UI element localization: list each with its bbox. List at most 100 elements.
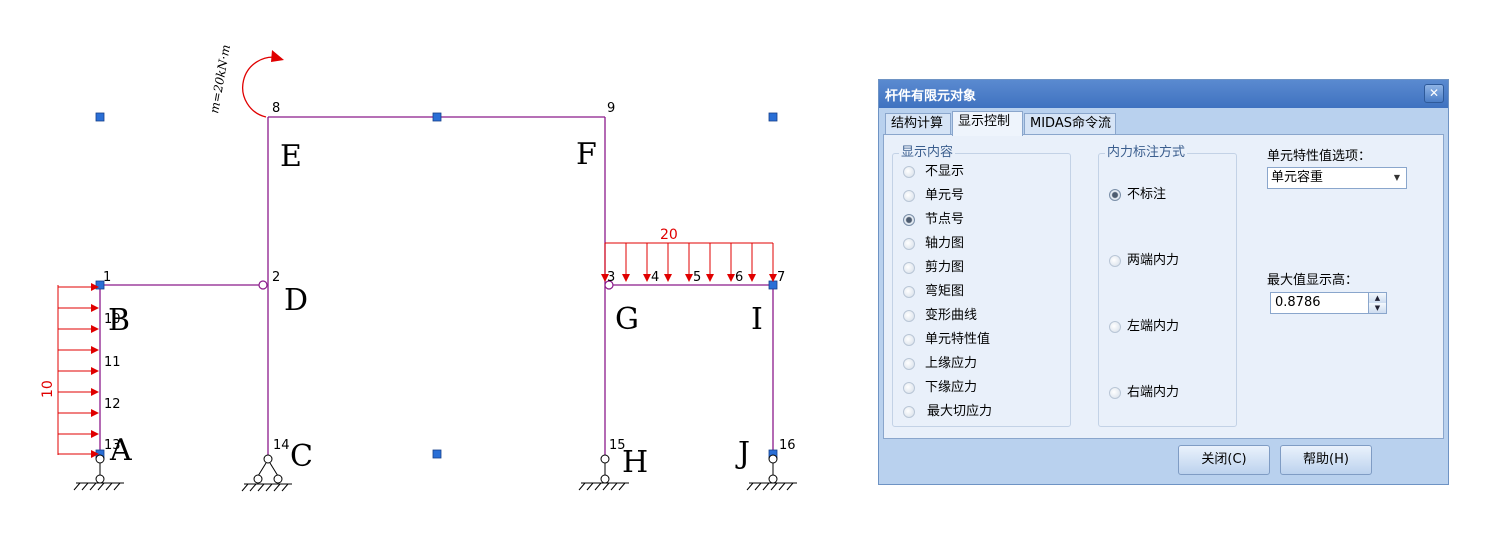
point-label-j: J bbox=[735, 436, 750, 471]
max-height-value: 0.8786 bbox=[1275, 295, 1321, 310]
radio-label: 最大切应力 bbox=[927, 404, 993, 419]
force-annotation-title: 内力标注方式 bbox=[1105, 145, 1188, 161]
node-numbers: 1 2 3 4 5 6 7 8 9 10 11 12 13 14 15 16 bbox=[103, 101, 796, 453]
node-marker[interactable] bbox=[432, 449, 442, 459]
node-number: 8 bbox=[272, 101, 280, 116]
node-number: 7 bbox=[777, 270, 785, 285]
node-marker[interactable] bbox=[768, 280, 778, 290]
node-number: 11 bbox=[104, 355, 121, 370]
node-number: 2 bbox=[272, 270, 280, 285]
node-marker[interactable] bbox=[768, 112, 778, 122]
chevron-down-icon[interactable]: ▼ bbox=[1393, 173, 1400, 182]
tab-panel: 显示内容 不显示 单元号 节点号 轴力图 剪力图 弯矩图 变形曲线 单元特性值 … bbox=[883, 134, 1444, 439]
support-c bbox=[241, 454, 292, 492]
display-content-title: 显示内容 bbox=[899, 145, 956, 161]
node-marker[interactable] bbox=[432, 112, 442, 122]
support-h bbox=[578, 454, 629, 491]
node-number: 10 bbox=[104, 312, 121, 327]
node-number: 5 bbox=[693, 270, 701, 285]
node-markers bbox=[95, 112, 778, 459]
node-number: 3 bbox=[607, 270, 615, 285]
radio-label: 节点号 bbox=[925, 212, 965, 227]
point-label-h: H bbox=[622, 445, 648, 480]
structure-drawing: 10 20 m=20kN·m bbox=[40, 43, 797, 492]
node-number: 9 bbox=[607, 101, 615, 116]
hinge-node-2 bbox=[258, 280, 268, 290]
hinge-node-3 bbox=[604, 280, 614, 290]
radio-label: 弯矩图 bbox=[925, 284, 965, 299]
node-number: 6 bbox=[735, 270, 743, 285]
radio-icon[interactable] bbox=[903, 310, 915, 322]
point-label-b: B bbox=[108, 303, 130, 338]
tab-display-control[interactable]: 显示控制 bbox=[952, 111, 1023, 136]
radio-icon[interactable] bbox=[1109, 387, 1121, 399]
members bbox=[99, 116, 774, 455]
radio-icon[interactable] bbox=[903, 238, 915, 250]
tab-midas-commands[interactable]: MIDAS命令流 bbox=[1024, 113, 1116, 135]
radio-label: 左端内力 bbox=[1127, 319, 1180, 334]
left-distributed-load bbox=[57, 283, 99, 458]
node-number: 13 bbox=[104, 438, 121, 453]
max-height-spinner[interactable]: 0.8786 ▲ ▼ bbox=[1270, 292, 1387, 314]
point-label-e: E bbox=[280, 139, 302, 174]
radio-label: 两端内力 bbox=[1127, 253, 1180, 268]
moment-arrowhead bbox=[271, 50, 284, 62]
radio-label: 单元号 bbox=[925, 188, 965, 203]
max-height-label: 最大值显示高： bbox=[1267, 273, 1359, 288]
radio-icon[interactable] bbox=[1109, 321, 1121, 333]
node-marker[interactable] bbox=[95, 112, 105, 122]
node-number: 14 bbox=[273, 438, 290, 453]
force-annotation-group: 内力标注方式 不标注 两端内力 左端内力 右端内力 bbox=[1098, 145, 1237, 427]
radio-label: 单元特性值 bbox=[925, 332, 991, 347]
right-load-value: 20 bbox=[660, 227, 678, 243]
node-number: 15 bbox=[609, 438, 626, 453]
radio-icon[interactable] bbox=[1109, 255, 1121, 267]
spin-down-icon[interactable]: ▼ bbox=[1369, 303, 1386, 313]
radio-icon[interactable] bbox=[903, 262, 915, 274]
radio-icon[interactable] bbox=[903, 286, 915, 298]
radio-label: 上缘应力 bbox=[925, 356, 978, 371]
element-property-value: 单元容重 bbox=[1271, 170, 1324, 185]
radio-icon[interactable] bbox=[903, 190, 915, 202]
dialog-titlebar[interactable]: 杆件有限元对象 ✕ bbox=[879, 80, 1448, 108]
radio-label: 不显示 bbox=[925, 164, 965, 179]
point-label-i: I bbox=[751, 302, 763, 337]
close-icon[interactable]: ✕ bbox=[1424, 84, 1444, 103]
radio-icon[interactable] bbox=[903, 334, 915, 346]
node-number: 12 bbox=[104, 397, 121, 412]
radio-label: 变形曲线 bbox=[925, 308, 978, 323]
finite-element-dialog: 杆件有限元对象 ✕ 结构计算 显示控制 MIDAS命令流 显示内容 不显示 单元… bbox=[878, 79, 1449, 485]
radio-label: 下缘应力 bbox=[925, 380, 978, 395]
radio-label: 剪力图 bbox=[925, 260, 965, 275]
moment-arc bbox=[242, 56, 281, 118]
support-a bbox=[73, 454, 124, 491]
radio-label: 轴力图 bbox=[925, 236, 965, 251]
moment-value: m=20kN·m bbox=[207, 43, 233, 114]
radio-label: 不标注 bbox=[1127, 187, 1167, 202]
supports bbox=[73, 454, 797, 492]
spinner-buttons: ▲ ▼ bbox=[1368, 293, 1386, 313]
element-property-dropdown[interactable]: 单元容重 ▼ bbox=[1267, 167, 1407, 189]
right-distributed-load bbox=[601, 242, 777, 282]
node-number: 4 bbox=[651, 270, 659, 285]
radio-icon[interactable] bbox=[903, 166, 915, 178]
tab-structure-calc[interactable]: 结构计算 bbox=[885, 113, 951, 135]
help-button[interactable]: 帮助(H) bbox=[1280, 445, 1372, 475]
element-property-label: 单元特性值选项： bbox=[1267, 149, 1372, 164]
radio-checked-icon[interactable] bbox=[1109, 189, 1121, 201]
close-button[interactable]: 关闭(C) bbox=[1178, 445, 1270, 475]
node-number: 1 bbox=[103, 270, 111, 285]
display-content-group: 显示内容 不显示 单元号 节点号 轴力图 剪力图 弯矩图 变形曲线 单元特性值 … bbox=[892, 145, 1071, 427]
radio-icon[interactable] bbox=[903, 382, 915, 394]
dialog-title: 杆件有限元对象 bbox=[885, 89, 977, 104]
point-label-c: C bbox=[290, 439, 313, 474]
radio-icon[interactable] bbox=[903, 358, 915, 370]
radio-icon[interactable] bbox=[903, 406, 915, 418]
radio-checked-icon[interactable] bbox=[903, 214, 915, 226]
support-j bbox=[746, 454, 797, 491]
point-label-d: D bbox=[284, 283, 308, 318]
node-number: 16 bbox=[779, 438, 796, 453]
point-label-f: F bbox=[576, 137, 597, 172]
point-label-a: A bbox=[109, 433, 132, 468]
point-labels: A B C D E F G H I J bbox=[108, 137, 763, 480]
